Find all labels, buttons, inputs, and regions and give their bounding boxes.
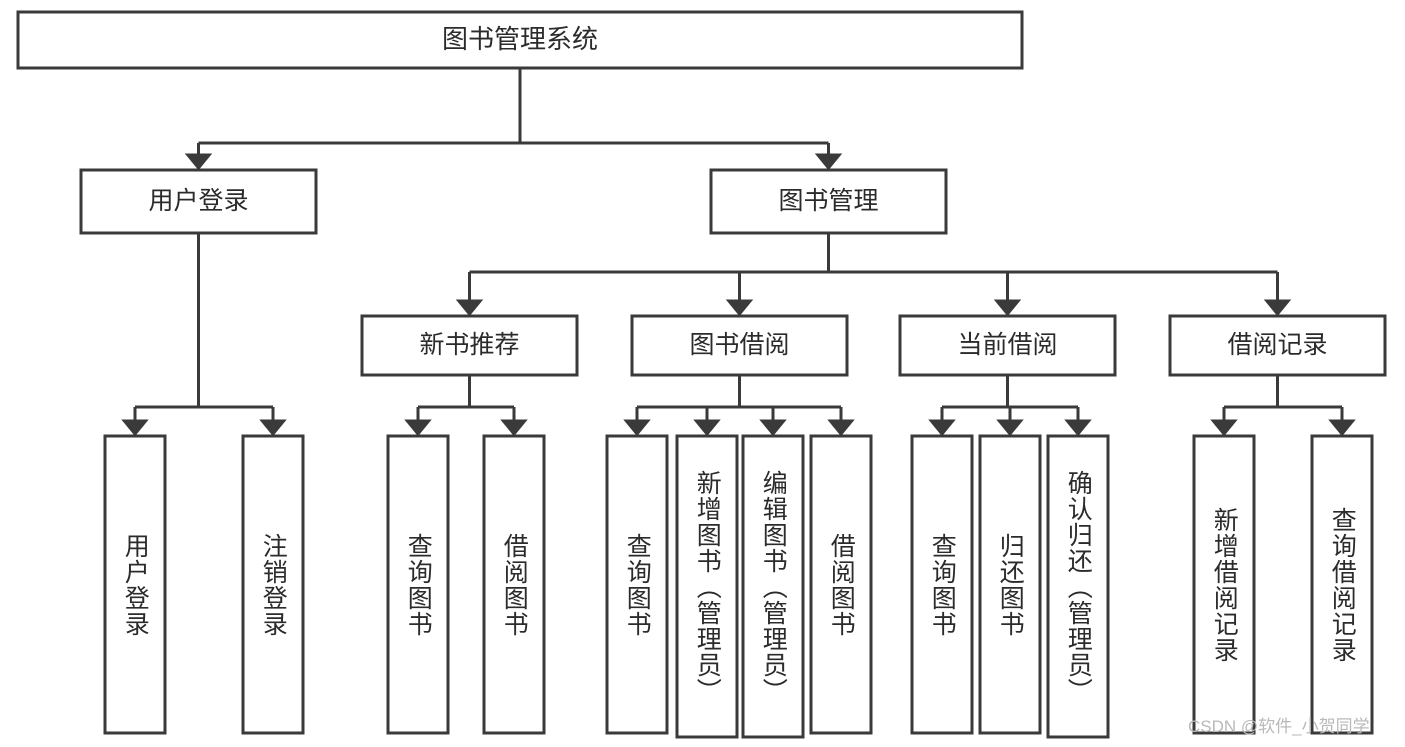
watermark-text: CSDN @软件_小贺同学	[1188, 717, 1370, 736]
node-current-borrow[interactable]	[898, 314, 1117, 377]
node-box-layer	[16, 10, 1387, 739]
node-new-book-recommend-label: 新书推荐	[419, 331, 519, 359]
node-leaf-query-book-1[interactable]	[386, 434, 450, 735]
node-book-manage-label: 图书管理	[778, 187, 878, 215]
node-leaf-add-book[interactable]	[675, 434, 739, 739]
node-leaf-user-login[interactable]	[103, 434, 167, 735]
node-leaf-query-book-2[interactable]	[605, 434, 669, 735]
node-book-borrow[interactable]	[630, 314, 849, 377]
node-new-book-recommend[interactable]	[360, 314, 579, 377]
node-leaf-confirm-return[interactable]	[1046, 434, 1110, 739]
node-book-borrow-label: 图书借阅	[689, 331, 789, 359]
connector-layer	[121, 68, 1356, 437]
node-user-login[interactable]	[79, 168, 318, 235]
node-root-label: 图书管理系统	[442, 24, 598, 54]
node-leaf-return-book[interactable]	[978, 434, 1042, 735]
node-leaf-query-record[interactable]	[1310, 434, 1374, 735]
node-user-login-label: 用户登录	[148, 187, 248, 215]
node-leaf-query-book-3[interactable]	[910, 434, 974, 735]
node-borrow-record[interactable]	[1168, 314, 1387, 377]
node-leaf-add-record[interactable]	[1192, 434, 1256, 735]
node-leaf-borrow-book-2[interactable]	[809, 434, 873, 735]
node-current-borrow-label: 当前借阅	[957, 331, 1057, 359]
node-borrow-record-label: 借阅记录	[1227, 331, 1327, 359]
node-book-manage[interactable]	[709, 168, 948, 235]
node-leaf-edit-book[interactable]	[741, 434, 805, 739]
node-leaf-borrow-book-1[interactable]	[482, 434, 546, 735]
node-root[interactable]	[16, 10, 1024, 70]
node-leaf-logout[interactable]	[241, 434, 305, 735]
